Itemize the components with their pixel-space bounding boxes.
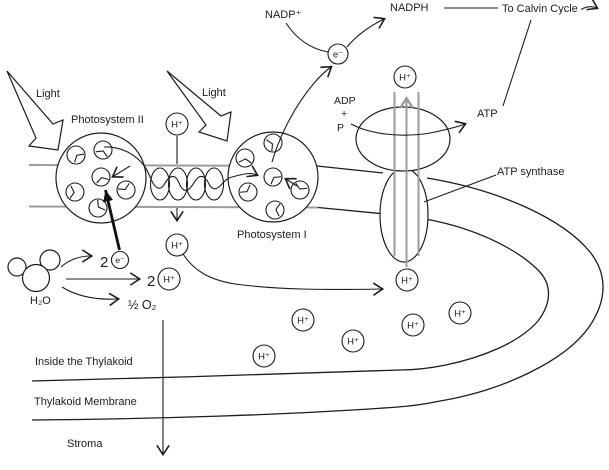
thylakoid-disc-outline (31, 165, 604, 421)
photosystem-2-complex (55, 132, 147, 224)
water-to-electrons-arrow (60, 249, 94, 268)
proton-ions: H⁺ H⁺ H⁺ H⁺ H⁺ H⁺ H⁺ H⁺ H⁺ H⁺ (157, 65, 472, 368)
atp-synthase-complex (355, 92, 451, 267)
reaction-center-arrow (111, 165, 131, 178)
atp-label: ATP (477, 108, 498, 120)
h-plus-ion: H⁺ (291, 308, 315, 332)
nadp-label: NADP⁺ (265, 9, 302, 21)
svg-text:H⁺: H⁺ (401, 276, 413, 287)
reaction-center-arrow (284, 177, 298, 190)
light-arrows (6, 70, 232, 151)
plus-label: + (341, 108, 347, 120)
h-plus-ion: H⁺ (252, 344, 276, 368)
svg-text:H⁺: H⁺ (297, 316, 309, 327)
photosystem-1-complex (227, 131, 319, 223)
electron-count: 2 (100, 254, 108, 271)
h-plus-ion: H⁺ (393, 65, 417, 89)
h-plus-ion: H⁺ (165, 233, 189, 257)
atp-synthase-pointer-line (423, 174, 497, 203)
svg-text:H⁺: H⁺ (163, 275, 175, 286)
proton-gradient-arrow (182, 253, 385, 296)
light-arrow-psi (166, 70, 232, 142)
water-molecule (7, 249, 61, 293)
water-to-oxygen-arrow (61, 286, 121, 307)
phosphate-label: P (337, 122, 344, 134)
light-label: Light (36, 88, 60, 100)
h-plus-ion: H⁺ (395, 268, 419, 292)
membrane-inner-curve (31, 218, 550, 382)
atp-synthase-head (355, 106, 451, 172)
electron-token: e⁻ (327, 43, 349, 65)
adp-to-atp-arrow (350, 120, 467, 136)
electron-to-nadp-arrow (271, 65, 333, 163)
atp-to-calvin-line (502, 19, 532, 107)
half-oxygen-label: ½ O₂ (128, 298, 157, 312)
svg-text:H⁺: H⁺ (258, 352, 270, 363)
inside-thylakoid-label: Inside the Thylakoid (35, 356, 133, 368)
thylakoid-membrane-label: Thylakoid Membrane (34, 396, 137, 408)
electron-carriers: e⁻ e⁻ (110, 43, 349, 270)
pigment-molecules (65, 140, 136, 218)
svg-text:H⁺: H⁺ (407, 321, 419, 332)
photosystem-1-label: Photosystem I (237, 229, 307, 241)
svg-text:H⁺: H⁺ (171, 120, 183, 131)
electron-excitation-arrow (103, 189, 121, 251)
svg-text:H⁺: H⁺ (454, 309, 466, 320)
proton-channel (393, 92, 420, 267)
proton-count: 2 (147, 273, 155, 290)
calvin-cycle-arrow (580, 0, 599, 11)
pigment-molecules (235, 133, 310, 220)
h-plus-ion: H⁺ (157, 267, 181, 291)
connector-arrows (60, 0, 599, 457)
h-plus-ion: H⁺ (401, 313, 425, 337)
atp-synthase-stem (379, 167, 429, 263)
photosystem-2-label: Photosystem II (71, 114, 144, 126)
atp-synthase-label: ATP synthase (497, 166, 564, 178)
electron-to-nadph-arrow (346, 16, 386, 48)
svg-text:e⁻: e⁻ (115, 255, 124, 265)
svg-text:H⁺: H⁺ (399, 73, 411, 84)
to-calvin-cycle-label: To Calvin Cycle (502, 3, 578, 15)
diagram-labels: NADP⁺ NADPH To Calvin Cycle Light Light … (30, 2, 578, 450)
water-label: H₂O (30, 295, 51, 307)
electron-transport-coil (149, 167, 225, 201)
svg-text:H⁺: H⁺ (347, 337, 359, 348)
membrane-outer-curve (31, 177, 604, 421)
h-plus-ion: H⁺ (165, 112, 189, 136)
electron-flow-wave (103, 146, 259, 191)
stroma-label: Stroma (67, 438, 103, 450)
nadph-label: NADPH (390, 2, 429, 14)
svg-text:H⁺: H⁺ (171, 241, 183, 252)
light-arrow-psii (6, 70, 64, 151)
svg-text:e⁻: e⁻ (333, 50, 343, 61)
nadp-to-electron-curve (285, 22, 329, 53)
h-plus-ion: H⁺ (341, 329, 365, 353)
h-plus-ion: H⁺ (448, 301, 472, 325)
adp-label: ADP (334, 95, 356, 107)
light-label: Light (202, 87, 226, 99)
electron-token: e⁻ (110, 250, 130, 270)
